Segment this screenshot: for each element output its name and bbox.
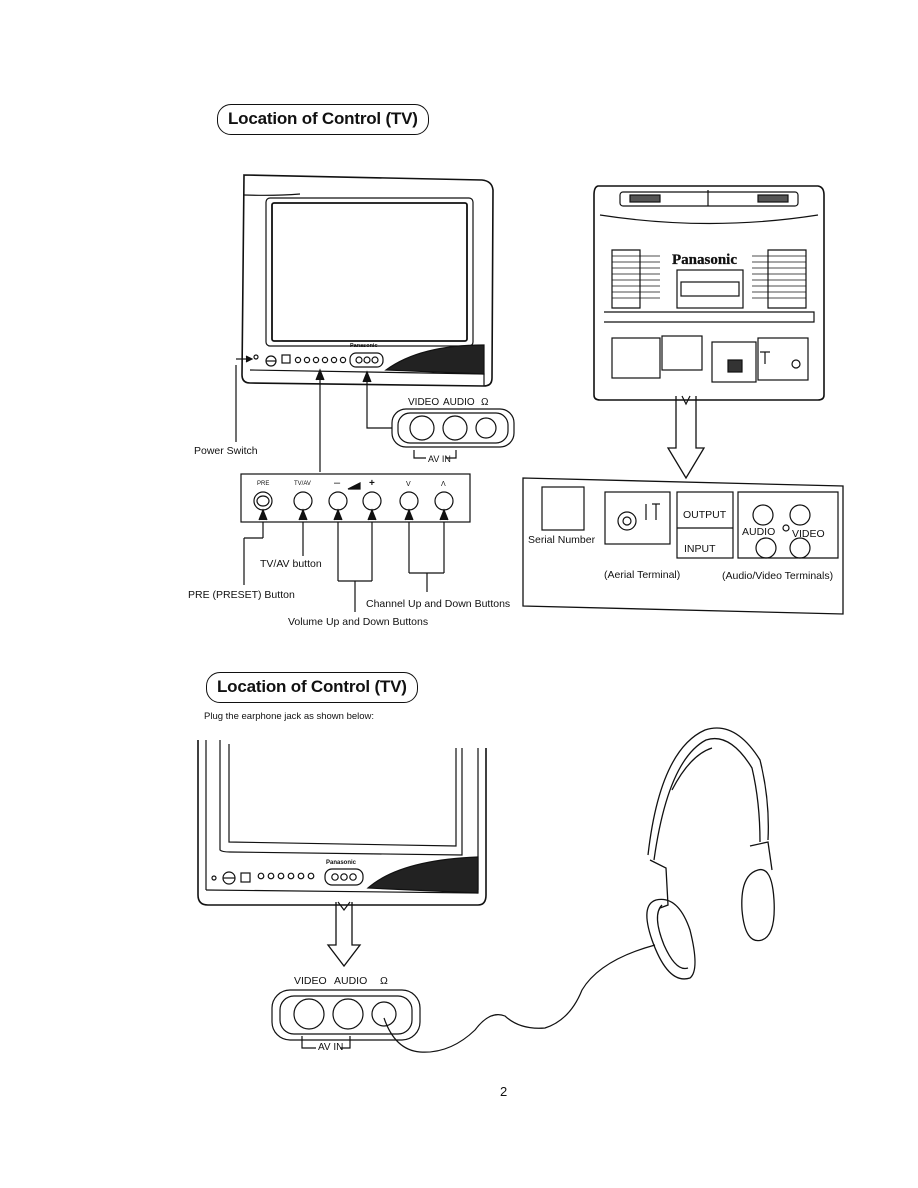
rear-tv-illustration [593, 185, 825, 401]
video-jack-label: VIDEO [408, 397, 440, 408]
front-tv-illustration [236, 174, 494, 387]
channel-buttons-callout: Channel Up and Down Buttons [366, 598, 511, 610]
front-tv-illustration-2 [197, 740, 487, 906]
av-jack-closeup-1 [391, 408, 515, 459]
rear-brand-logo: Panasonic [672, 252, 737, 268]
volume-buttons-callout: Volume Up and Down Buttons [288, 616, 429, 628]
pre-button-callout: PRE (PRESET) Button [188, 589, 295, 601]
audio-terminal-label: AUDIO [742, 526, 776, 538]
tv-brand-logo-2: Panasonic [326, 860, 357, 866]
section-title-2: Location of Control (TV) [206, 672, 418, 703]
channel-down-label: V [406, 481, 411, 488]
tvav-button-callout: TV/AV button [260, 558, 322, 570]
serial-number-label: Serial Number [528, 534, 596, 546]
video-terminal-label: VIDEO [792, 528, 825, 540]
channel-up-label: Λ [441, 481, 446, 488]
av-in-label-2: AV IN [318, 1042, 344, 1053]
rear-terminal-panel [522, 477, 844, 615]
headphone-jack-label: Ω [481, 397, 489, 408]
control-panel-closeup [240, 473, 471, 523]
output-label: OUTPUT [683, 509, 727, 521]
input-label: INPUT [684, 543, 716, 555]
section-title: Location of Control (TV) [217, 104, 429, 135]
section-title-text: Location of Control (TV) [228, 109, 418, 128]
audio-jack-label: AUDIO [443, 397, 475, 408]
av-terminals-caption: (Audio/Video Terminals) [722, 570, 834, 582]
av-jack-closeup-2 [271, 989, 421, 1049]
earphone-instruction: Plug the earphone jack as shown below: [204, 711, 375, 722]
pre-button-label: PRE [257, 481, 270, 487]
audio-jack-label-2: AUDIO [334, 975, 368, 987]
section-title-text-2: Location of Control (TV) [217, 677, 407, 696]
headphone-jack-label-2: Ω [380, 975, 388, 987]
tvav-button-label: TV/AV [294, 481, 311, 487]
video-jack-label-2: VIDEO [294, 975, 327, 987]
volume-up-label: + [369, 478, 375, 489]
power-switch-callout: Power Switch [194, 445, 258, 457]
tv-brand-logo: Panasonic [350, 343, 378, 349]
headphones-illustration [646, 727, 775, 980]
page-number: 2 [500, 1084, 508, 1099]
av-in-label: AV IN [428, 454, 451, 464]
aerial-terminal-caption: (Aerial Terminal) [604, 569, 681, 581]
volume-down-label: – [334, 477, 341, 489]
